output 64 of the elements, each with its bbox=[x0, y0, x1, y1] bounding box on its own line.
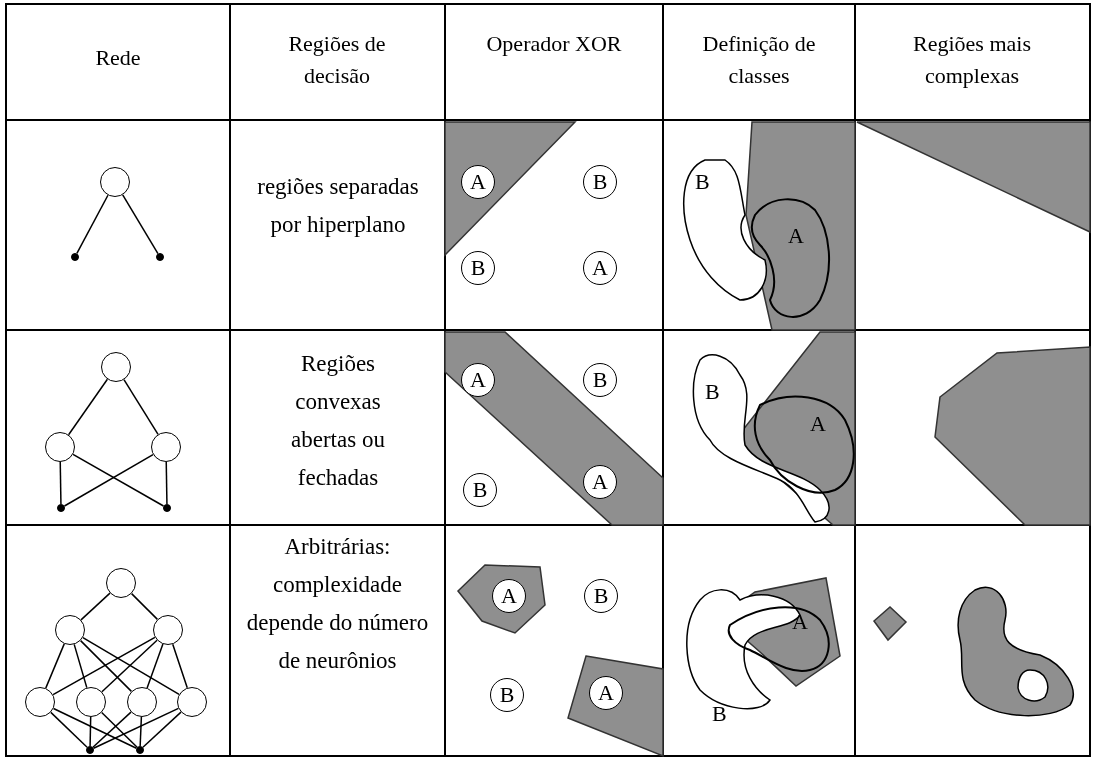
column-header: Operador XOR bbox=[485, 30, 623, 58]
connection-line bbox=[82, 636, 180, 696]
connection-line bbox=[123, 378, 159, 436]
neuron-circle bbox=[106, 568, 136, 598]
circled-letter: B bbox=[583, 165, 617, 199]
neuron-circle bbox=[101, 352, 131, 382]
neuron-circle bbox=[127, 687, 157, 717]
input-dot bbox=[57, 504, 65, 512]
column-header: Regiões mais complexas bbox=[912, 30, 1032, 90]
connection-line bbox=[101, 639, 158, 693]
neuron-circle bbox=[25, 687, 55, 717]
connection-line bbox=[165, 461, 168, 505]
neuron-circle bbox=[177, 687, 207, 717]
cell-text: Arbitrárias: complexidade depende do número de neurônios bbox=[245, 533, 430, 675]
connection-line bbox=[63, 453, 154, 507]
connection-line bbox=[92, 711, 132, 749]
circled-letter: B bbox=[490, 678, 524, 712]
neuron-circle bbox=[45, 432, 75, 462]
connection-line bbox=[89, 716, 92, 747]
column-header: Regiões de decisão bbox=[287, 30, 387, 90]
input-dot bbox=[163, 504, 171, 512]
connection-line bbox=[50, 711, 88, 748]
connection-line bbox=[100, 711, 138, 748]
connection-line bbox=[130, 592, 159, 621]
connection-line bbox=[92, 707, 180, 750]
class-label: B bbox=[712, 700, 727, 727]
connection-line bbox=[172, 643, 188, 689]
connection-line bbox=[79, 639, 133, 693]
connection-line bbox=[52, 707, 138, 749]
circled-letter: A bbox=[583, 251, 617, 285]
connection-line bbox=[59, 461, 62, 505]
column-header: Definição de classes bbox=[701, 30, 817, 90]
class-label: B bbox=[705, 378, 720, 405]
class-label: A bbox=[810, 410, 826, 437]
connection-line bbox=[142, 711, 182, 749]
column-header: Rede bbox=[94, 44, 142, 72]
connection-line bbox=[72, 453, 165, 507]
connection-line bbox=[45, 643, 65, 689]
connection-line bbox=[67, 378, 109, 436]
connection-line bbox=[139, 716, 143, 747]
neuron-circle bbox=[76, 687, 106, 717]
input-dot bbox=[71, 253, 79, 261]
input-dot bbox=[136, 746, 144, 754]
input-dot bbox=[86, 746, 94, 754]
input-dot bbox=[156, 253, 164, 261]
connection-line bbox=[80, 592, 111, 621]
connection-line bbox=[146, 643, 164, 689]
neuron-circle bbox=[153, 615, 183, 645]
connection-line bbox=[73, 643, 88, 689]
connection-line bbox=[76, 194, 109, 255]
circled-letter: B bbox=[463, 473, 497, 507]
circled-letter: B bbox=[584, 579, 618, 613]
connection-line bbox=[52, 636, 156, 696]
class-label: A bbox=[792, 608, 808, 635]
class-label: B bbox=[695, 168, 710, 195]
circled-letter: B bbox=[461, 251, 495, 285]
cell-text: Regiões convexas abertas ou fechadas bbox=[290, 350, 386, 492]
class-label: A bbox=[788, 222, 804, 249]
neuron-circle bbox=[100, 167, 130, 197]
connection-line bbox=[121, 194, 159, 255]
cell-text: regiões separadas por hiperplano bbox=[256, 173, 420, 239]
circled-letter: B bbox=[583, 363, 617, 397]
neuron-circle bbox=[55, 615, 85, 645]
neuron-circle bbox=[151, 432, 181, 462]
